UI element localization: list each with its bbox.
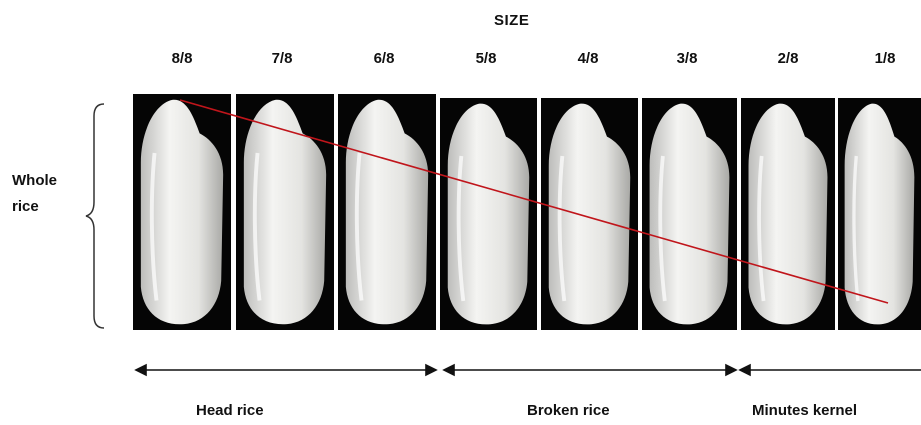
rice-kernel-graphic — [236, 94, 334, 330]
diagram-title: SIZE — [494, 12, 529, 29]
rice-kernel-panel-8-8 — [133, 94, 231, 330]
whole-rice-label-line1: Whole — [12, 168, 57, 194]
size-label-6-8: 6/8 — [354, 50, 414, 67]
rice-kernel-panel-5-8 — [440, 98, 537, 330]
size-label-1-8: 1/8 — [855, 50, 915, 67]
rice-kernel-panel-3-8 — [642, 98, 737, 330]
rice-kernel-graphic — [642, 98, 737, 330]
group-label-broken-rice: Broken rice — [527, 402, 610, 419]
size-label-4-8: 4/8 — [558, 50, 618, 67]
head-rice-arrow — [136, 365, 436, 375]
size-label-8-8: 8/8 — [152, 50, 212, 67]
rice-kernel-graphic — [440, 98, 537, 330]
rice-kernel-graphic — [541, 98, 638, 330]
rice-kernel-graphic — [741, 98, 835, 330]
group-label-minutes-kernel: Minutes kernel — [752, 402, 857, 419]
minutes-kernel-arrow — [740, 365, 921, 375]
size-label-7-8: 7/8 — [252, 50, 312, 67]
group-label-head-rice: Head rice — [196, 402, 264, 419]
rice-kernel-panel-7-8 — [236, 94, 334, 330]
rice-kernel-graphic — [133, 94, 231, 330]
rice-kernel-panel-2-8 — [741, 98, 835, 330]
size-label-3-8: 3/8 — [657, 50, 717, 67]
size-label-5-8: 5/8 — [456, 50, 516, 67]
rice-kernel-graphic — [338, 94, 436, 330]
broken-rice-arrow — [444, 365, 736, 375]
rice-kernel-panel-1-8 — [838, 98, 921, 330]
curly-brace — [84, 102, 108, 330]
size-label-2-8: 2/8 — [758, 50, 818, 67]
rice-kernel-graphic — [838, 98, 921, 330]
rice-kernel-panel-4-8 — [541, 98, 638, 330]
whole-rice-label: Whole rice — [12, 168, 57, 220]
rice-kernel-panel-6-8 — [338, 94, 436, 330]
whole-rice-label-line2: rice — [12, 194, 57, 220]
